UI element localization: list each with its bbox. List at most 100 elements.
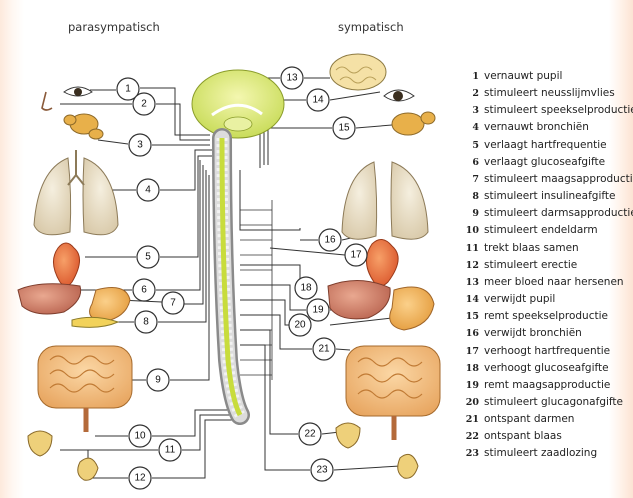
- marker-number: 12: [134, 473, 146, 484]
- marker-17: 17: [345, 244, 367, 266]
- legend-item: 20 stimuleert glucagonafgifte: [463, 394, 633, 411]
- legend-item: 8stimuleert insulineafgifte: [463, 188, 633, 205]
- legend-item: 14 verwijdt pupil: [463, 291, 633, 308]
- legend-number: 21: [463, 411, 479, 428]
- marker-4: 4: [137, 179, 159, 201]
- marker-number: 16: [324, 235, 336, 246]
- heart-right: [366, 239, 398, 286]
- legend-item: 10stimuleert endeldarm: [463, 222, 633, 239]
- legend-text: stimuleert glucagonafgifte: [484, 396, 623, 408]
- legend-text: verhoogt hartfrequentie: [484, 345, 610, 357]
- legend-number: 6: [463, 154, 479, 171]
- marker-10: 10: [129, 425, 151, 447]
- marker-23: 23: [311, 459, 333, 481]
- legend-number: 19: [463, 377, 479, 394]
- legend-item: 12stimuleert erectie: [463, 257, 633, 274]
- marker-number: 21: [318, 344, 330, 355]
- legend-text: ontspant blaas: [484, 430, 562, 442]
- brain: [192, 70, 284, 138]
- legend-text: ontspant darmen: [484, 413, 574, 425]
- marker-number: 11: [165, 445, 176, 456]
- genitals-right: [398, 454, 418, 478]
- legend-item: 13 meer bloed naar hersenen: [463, 274, 633, 291]
- salivary-gland-right: [392, 112, 435, 135]
- legend-number: 23: [463, 445, 479, 462]
- legend-number: 15: [463, 308, 479, 325]
- marker-5: 5: [137, 246, 159, 268]
- intestines-right: [346, 346, 440, 440]
- legend-number: 3: [463, 102, 479, 119]
- legend-text: stimuleert maagsapproductie: [484, 173, 633, 185]
- legend-number: 22: [463, 428, 479, 445]
- legend-text: verlaagt glucoseafgifte: [484, 156, 605, 168]
- marker-9: 9: [147, 369, 169, 391]
- marker-number: 14: [312, 95, 324, 106]
- legend-number: 20: [463, 394, 479, 411]
- marker-number: 20: [294, 320, 306, 331]
- legend-item: 1 vernauwt pupil: [463, 68, 633, 85]
- marker-22: 22: [299, 423, 321, 445]
- legend-item: 4vernauwt bronchiën: [463, 119, 633, 136]
- marker-number: 1: [125, 84, 131, 95]
- legend-text: stimuleert neusslijmvlies: [484, 87, 615, 99]
- intestines-left: [38, 346, 132, 432]
- marker-number: 17: [350, 250, 362, 261]
- marker-8: 8: [135, 311, 157, 333]
- legend-text: meer bloed naar hersenen: [484, 276, 624, 288]
- legend-number: 5: [463, 137, 479, 154]
- eye-left: [64, 87, 92, 96]
- legend-number: 13: [463, 274, 479, 291]
- marker-number: 3: [137, 140, 143, 151]
- legend-number: 16: [463, 325, 479, 342]
- legend-item: 19 remt maagsapproductie: [463, 377, 633, 394]
- legend-number: 2: [463, 85, 479, 102]
- brain-right: [330, 54, 386, 90]
- legend-text: verwijdt pupil: [484, 293, 555, 305]
- heart-left: [53, 243, 79, 286]
- legend-number: 14: [463, 291, 479, 308]
- genitals-left: [78, 458, 98, 480]
- legend-number: 8: [463, 188, 479, 205]
- legend-text: remt maagsapproductie: [484, 379, 610, 391]
- marker-number: 15: [338, 123, 350, 134]
- legend-item: 22 ontspant blaas: [463, 428, 633, 445]
- legend-number: 1: [463, 68, 479, 85]
- bladder-right: [336, 423, 360, 448]
- legend-text: stimuleert endeldarm: [484, 224, 598, 236]
- marker-7: 7: [162, 292, 184, 314]
- marker-13: 13: [281, 67, 303, 89]
- marker-number: 22: [304, 429, 316, 440]
- marker-number: 9: [155, 375, 161, 386]
- salivary-gland-left: [64, 114, 103, 139]
- marker-11: 11: [159, 439, 181, 461]
- lungs-right: [342, 162, 428, 239]
- lungs-left: [34, 150, 118, 235]
- liver-right: [328, 280, 390, 318]
- legend-text: stimuleert erectie: [484, 259, 577, 271]
- marker-6: 6: [133, 279, 155, 301]
- marker-number: 23: [316, 465, 328, 476]
- legend-number: 4: [463, 119, 479, 136]
- legend-number: 18: [463, 360, 479, 377]
- legend-text: trekt blaas samen: [484, 242, 579, 254]
- marker-12: 12: [129, 467, 151, 489]
- marker-number: 7: [170, 298, 176, 309]
- title-sympathetic: sympatisch: [338, 20, 404, 34]
- marker-number: 4: [145, 185, 151, 196]
- marker-number: 19: [312, 305, 324, 316]
- legend-number: 7: [463, 171, 479, 188]
- legend-item: 6 verlaagt glucoseafgifte: [463, 154, 633, 171]
- marker-19: 19: [307, 299, 329, 321]
- marker-16: 16: [319, 229, 341, 251]
- title-parasympathetic: parasympatisch: [68, 20, 160, 34]
- marker-15: 15: [333, 117, 355, 139]
- legend-text: vernauwt pupil: [484, 70, 562, 82]
- marker-number: 2: [141, 99, 147, 110]
